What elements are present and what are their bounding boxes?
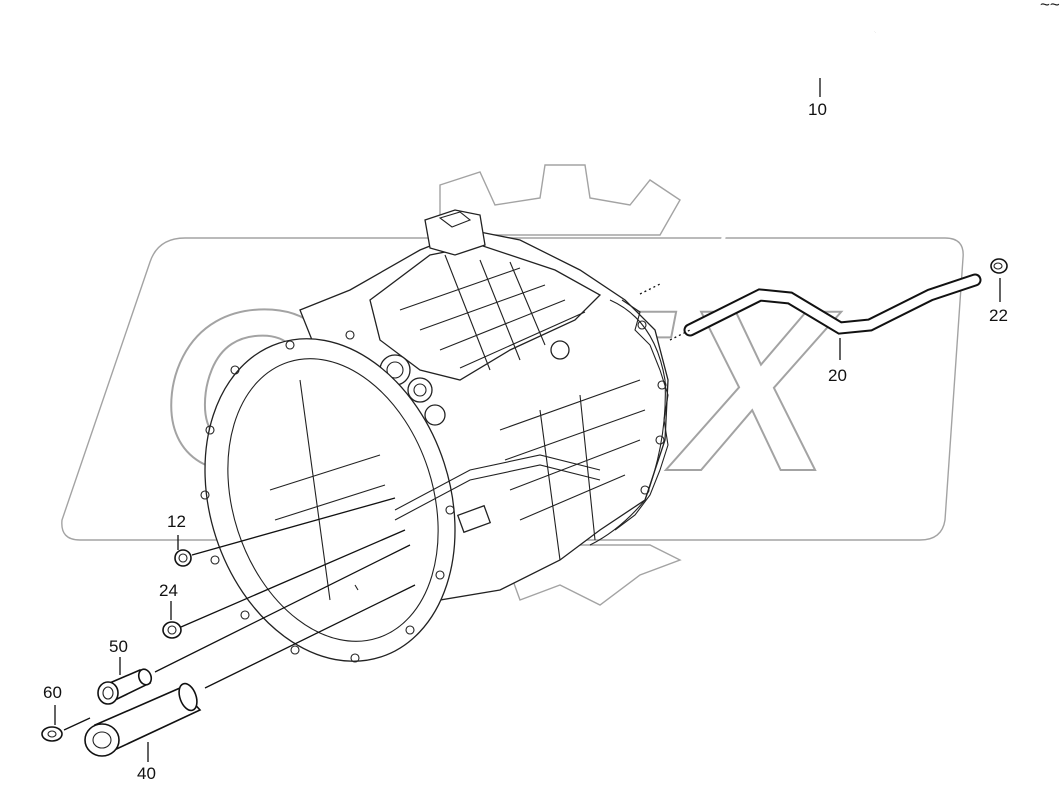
bell-housing-outer [204,338,456,662]
callout-60: 60 [43,683,62,702]
callout-50: 50 [109,637,128,656]
callout-24: 24 [159,581,178,600]
part-24-seal-ring [162,621,182,639]
bell-inner-detail [269,379,386,601]
bell-housing-inner [227,358,439,642]
port-boss-3 [424,404,446,426]
callout-20: 20 [828,366,847,385]
rear-flange [589,299,666,546]
callout-10: 10 [808,100,827,119]
part-50-sleeve [97,668,153,705]
callout-12: 12 [167,512,186,531]
bell-bolt-holes [200,330,455,663]
callout-22: 22 [989,306,1008,325]
part-22-cap [990,258,1008,274]
part-12-plug [174,549,192,567]
oil-line [394,454,601,521]
corner-mark: ~~ [1040,0,1060,14]
id-plate [456,504,492,534]
port-boss-2 [407,377,433,403]
part-10-breather-pipe [649,30,877,292]
leader-lines [54,78,1001,762]
part-40-tube [84,682,202,757]
callout-labels: 10 20 22 12 24 50 60 40 [43,100,1008,783]
part-60-washer [41,726,63,742]
port-boss-4 [550,340,570,360]
housing-side-ribs [499,379,646,561]
transmission-housing [200,209,669,663]
shift-tower [424,209,486,256]
callout-40: 40 [137,764,156,783]
top-cover-ribs [399,254,586,371]
part-20-pipe [683,273,982,337]
watermark-gear-teeth [439,164,681,236]
